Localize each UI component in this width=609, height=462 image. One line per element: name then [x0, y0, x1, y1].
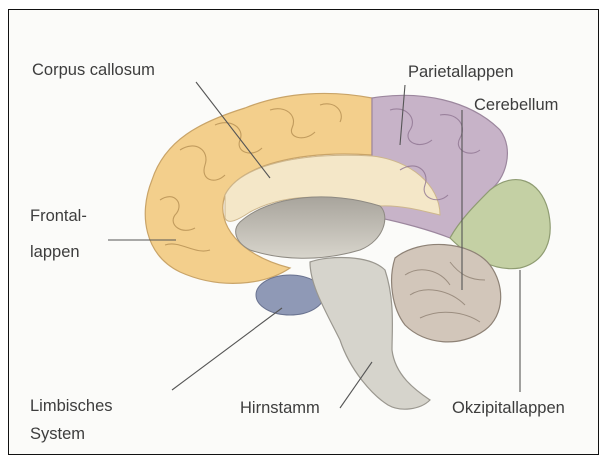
- label-limbisches-line1: Limbisches: [30, 396, 113, 416]
- label-corpus-callosum: Corpus callosum: [32, 60, 155, 80]
- label-frontallappen-line1: Frontal-: [30, 206, 87, 226]
- leader-limbisches-system: [172, 308, 282, 390]
- label-hirnstamm: Hirnstamm: [240, 398, 320, 418]
- label-cerebellum: Cerebellum: [474, 95, 558, 115]
- label-parietallappen: Parietallappen: [408, 62, 514, 82]
- label-limbisches-line2: System: [30, 424, 85, 444]
- label-frontallappen-line2: lappen: [30, 242, 80, 262]
- label-okzipitallappen: Okzipitallappen: [452, 398, 565, 418]
